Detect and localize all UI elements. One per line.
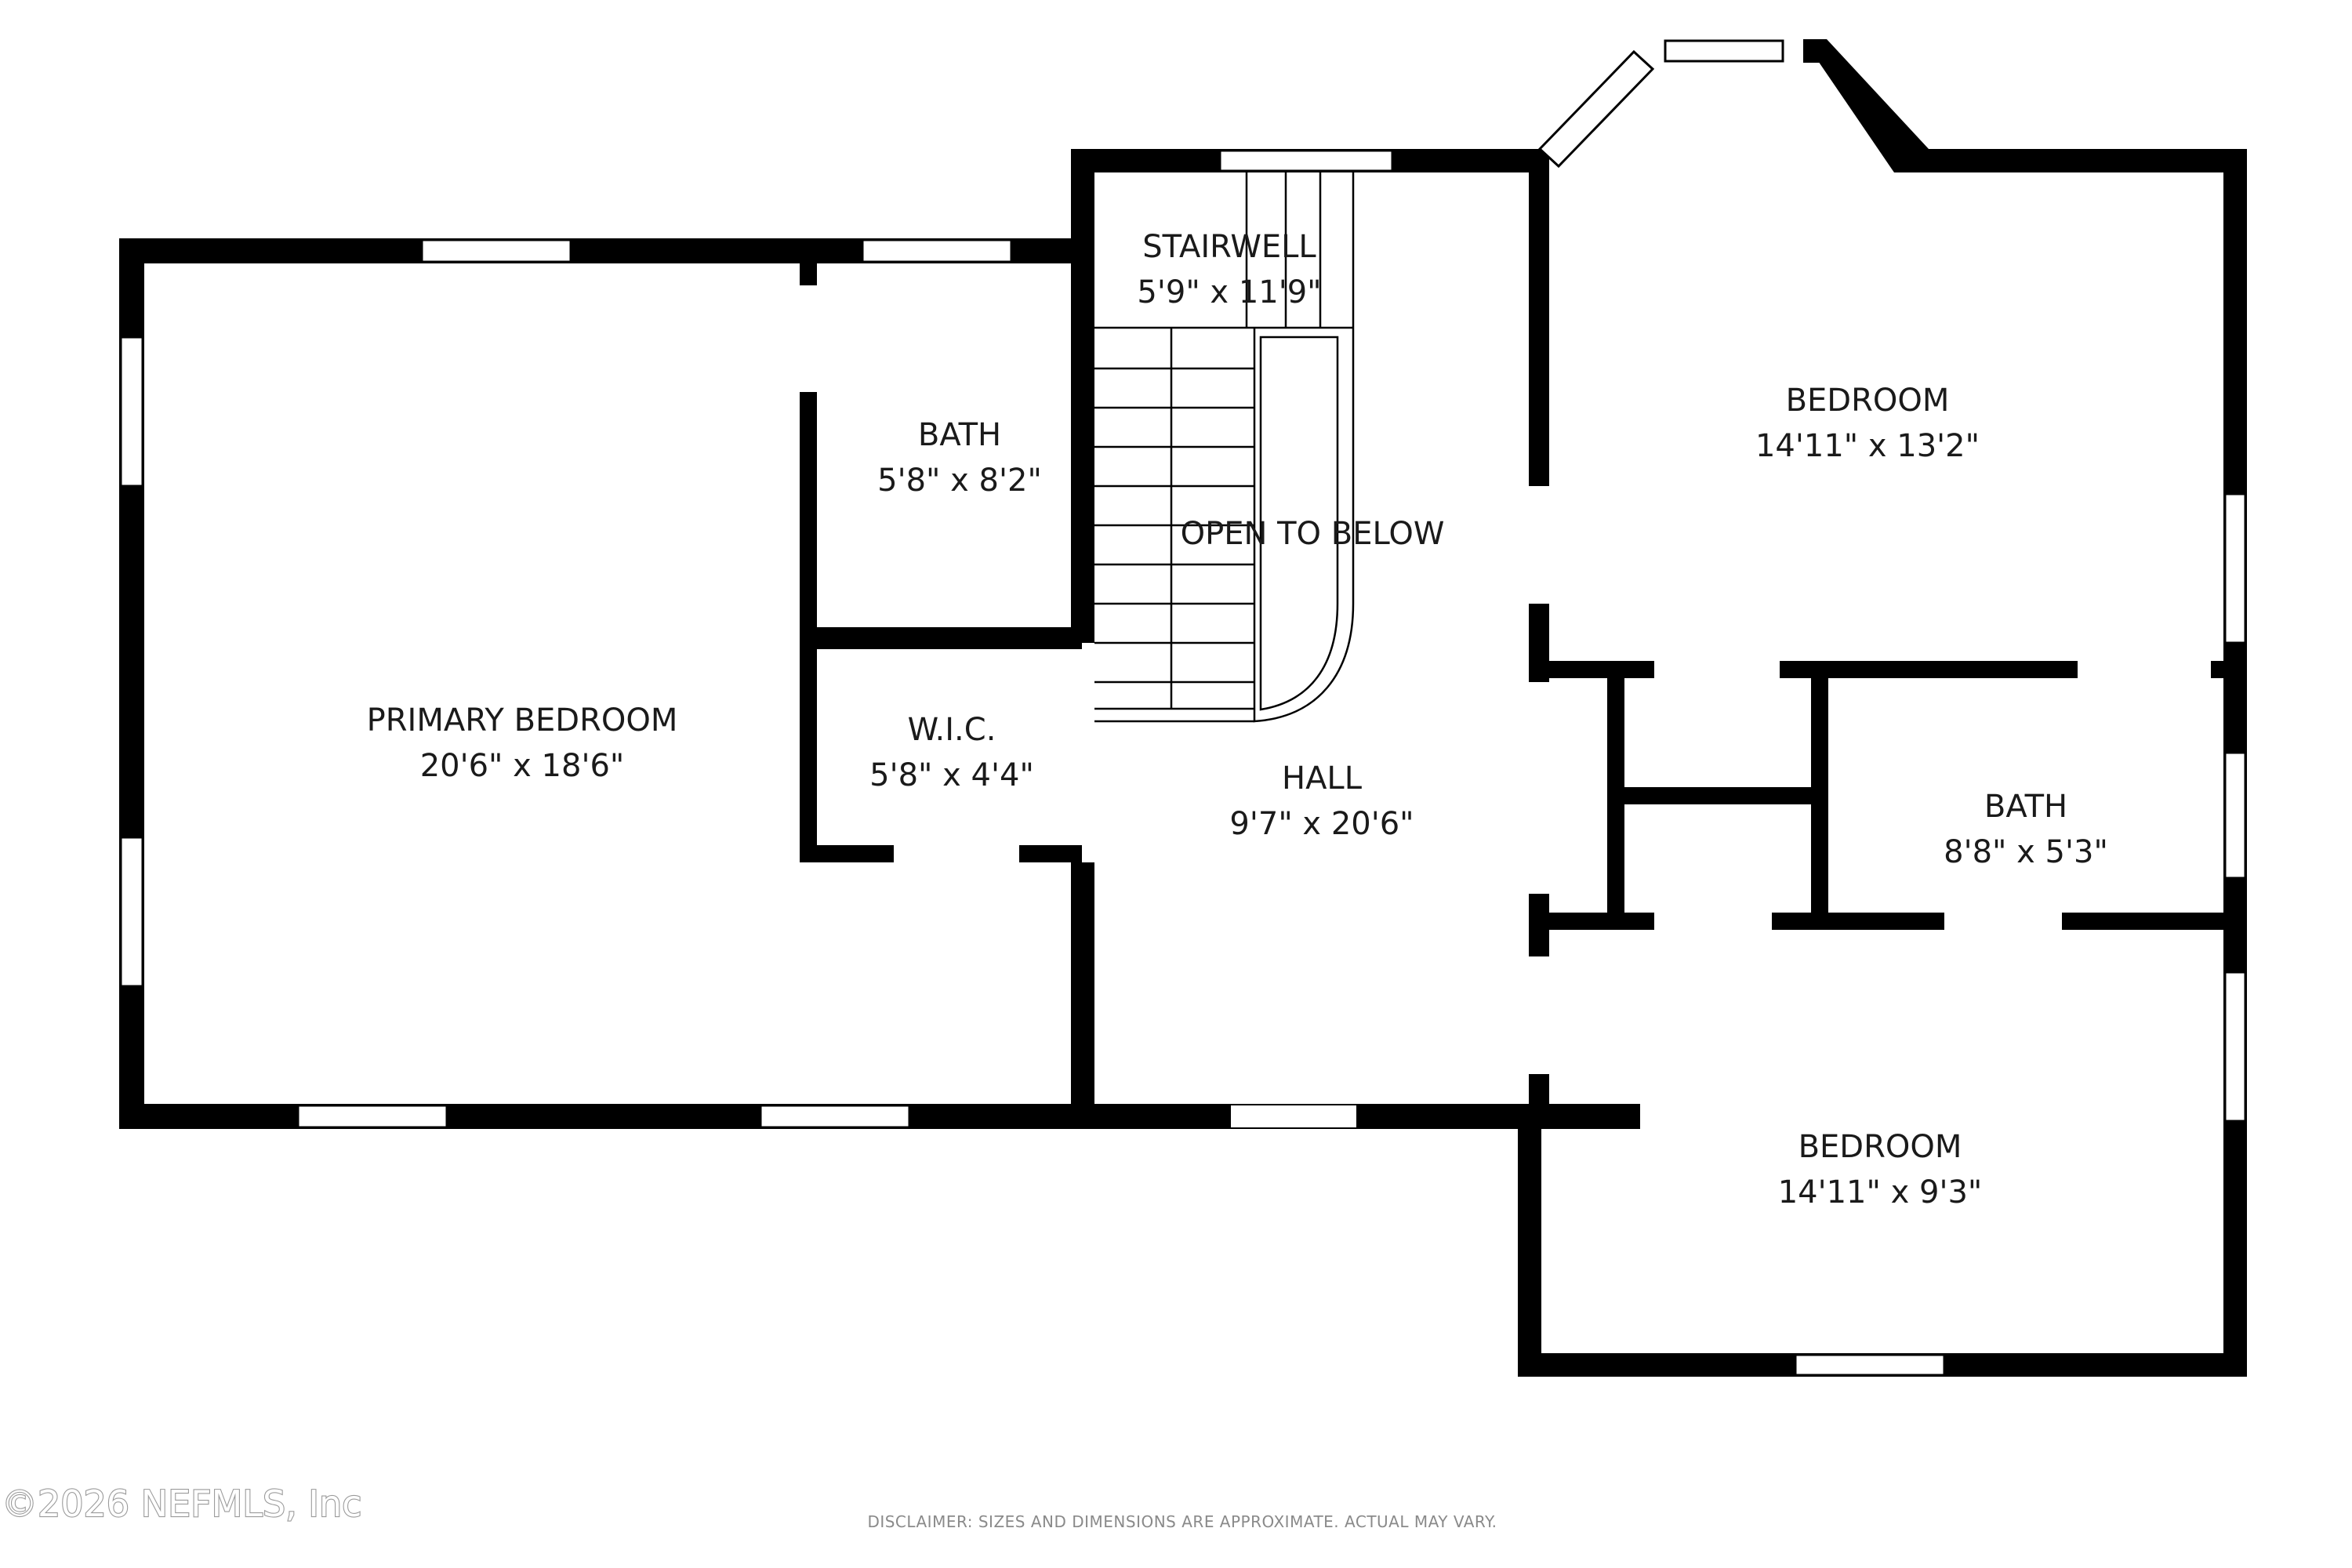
wall — [1780, 661, 2078, 678]
doorway — [1231, 1105, 1356, 1127]
room-name: STAIRWELL — [1142, 229, 1316, 265]
room-name: HALL — [1282, 760, 1363, 797]
room-dimensions: 5'9" x 11'9" — [1137, 274, 1321, 310]
window — [759, 1104, 911, 1129]
room-dimensions: 20'6" x 18'6" — [420, 748, 625, 784]
wall — [1071, 862, 1094, 1129]
window — [2223, 492, 2247, 644]
wall — [1518, 1104, 1541, 1375]
disclaimer-text: DISCLAIMER: SIZES AND DIMENSIONS ARE APP… — [867, 1512, 1497, 1531]
room-dimensions: 14'11" x 13'2" — [1755, 428, 1980, 464]
window — [1794, 1353, 1946, 1377]
room-name: BATH — [918, 417, 1001, 453]
room-name: W.I.C. — [908, 712, 996, 748]
wall — [1071, 149, 1094, 643]
room-dimensions: 5'8" x 4'4" — [869, 757, 1034, 793]
copyright-watermark: ©2026 NEFMLS, Inc — [2, 1483, 361, 1525]
wall — [1803, 39, 1929, 172]
wall — [1607, 787, 1819, 804]
wall — [800, 263, 817, 285]
wall — [2211, 661, 2247, 678]
room-dimensions: 9'7" x 20'6" — [1229, 806, 1414, 842]
window — [1218, 149, 1394, 172]
open-to-below-label: OPEN TO BELOW — [1181, 516, 1445, 552]
window — [2223, 971, 2247, 1123]
window — [861, 238, 1013, 263]
room-dimensions: 8'8" x 5'3" — [1944, 834, 2108, 870]
wall — [1529, 913, 1654, 930]
wall — [1019, 845, 1082, 862]
wall — [1529, 661, 1654, 678]
wall — [2062, 913, 2247, 930]
room-name: BATH — [1984, 789, 2067, 825]
window — [1537, 49, 1655, 169]
room-labels: PRIMARY BEDROOM 20'6" x 18'6" BATH 5'8" … — [367, 229, 2108, 1210]
wall — [1529, 149, 1549, 486]
wall — [800, 845, 894, 862]
window — [420, 238, 572, 263]
wall — [1811, 678, 1828, 921]
staircase — [1094, 172, 1355, 723]
room-name: PRIMARY BEDROOM — [367, 702, 678, 739]
room-dimensions: 14'11" x 9'3" — [1778, 1174, 1983, 1210]
window — [296, 1104, 448, 1129]
wall — [1772, 913, 1944, 930]
room-dimensions: 5'8" x 8'2" — [877, 463, 1042, 499]
room-name: BEDROOM — [1798, 1129, 1962, 1165]
window — [119, 336, 144, 488]
wall — [1803, 39, 1827, 63]
room-name: BEDROOM — [1786, 383, 1950, 419]
window — [1664, 39, 1784, 63]
window — [119, 836, 144, 988]
wall — [800, 627, 1082, 649]
windows — [119, 39, 2247, 1377]
wall — [1913, 149, 2247, 172]
window — [2223, 751, 2247, 880]
